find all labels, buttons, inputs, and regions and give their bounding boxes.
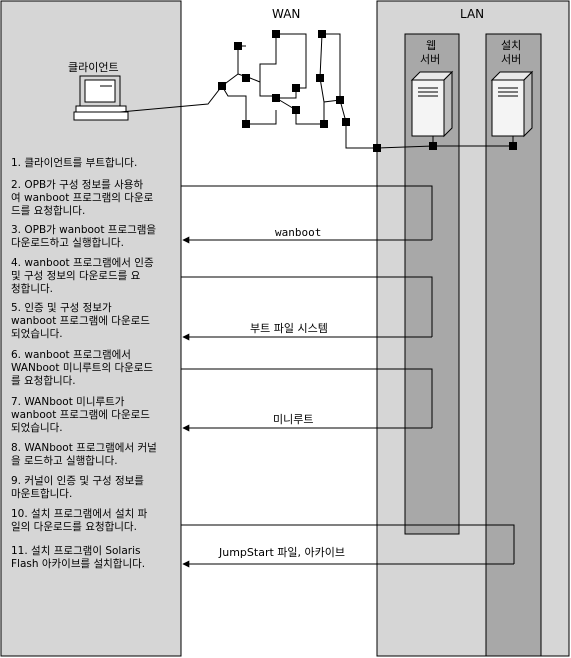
install-server-icon <box>490 70 534 138</box>
computer-icon <box>73 75 129 121</box>
install-server-label-2: 서버 <box>501 53 521 66</box>
wan-network <box>119 33 514 149</box>
flow-lines <box>181 185 515 568</box>
step-7: 7. WANboot 미니루트가 wanboot 프로그램에 다운로드 되었습니… <box>11 396 153 434</box>
client-label: 클라이언트 <box>68 61 119 74</box>
label-boot-fs: 부트 파일 시스템 <box>250 321 328 335</box>
step-3: 3. OPB가 wanboot 프로그램을 다운로드하고 실행합니다. <box>11 224 159 249</box>
step-9: 9. 커널이 인증 및 구성 정보를 마운트합니다. <box>11 475 147 500</box>
web-server-label-2: 서버 <box>420 53 440 66</box>
wan-label: WAN <box>272 7 300 21</box>
lan-label: LAN <box>460 7 484 21</box>
label-miniroot: 미니루트 <box>273 413 313 426</box>
web-server-icon <box>410 70 454 138</box>
label-wanboot: wanboot <box>275 226 321 239</box>
wan-nodes <box>218 30 517 152</box>
web-server-label-1: 웹 <box>426 39 436 52</box>
step-1: 1. 클라이언트를 부트합니다. <box>11 157 137 169</box>
step-list: 1. 클라이언트를 부트합니다. 2. OPB가 구성 정보를 사용하 여 wa… <box>11 157 160 570</box>
step-10: 10. 설치 프로그램에서 설치 파 일의 다운로드를 요청합니다. <box>11 508 151 533</box>
step-5: 5. 인증 및 구성 정보가 wanboot 프로그램에 다운로드 되었습니다. <box>11 302 153 340</box>
step-2: 2. OPB가 구성 정보를 사용하 여 wanboot 프로그램의 다운로 드… <box>11 178 157 217</box>
step-6: 6. wanboot 프로그램에서 WANboot 미니루트의 다운로드 를 요… <box>11 349 156 387</box>
step-4: 4. wanboot 프로그램에서 인증 및 구성 정보의 다운로드를 요 청합… <box>11 257 157 295</box>
label-jumpstart: JumpStart 파일, 아카이브 <box>218 545 345 559</box>
install-server-label-1: 설치 <box>501 39 521 52</box>
step-11: 11. 설치 프로그램이 Solaris Flash 아카이브를 설치합니다. <box>11 545 145 570</box>
step-8: 8. WANboot 프로그램에서 커널 을 로드하고 실행합니다. <box>11 442 160 467</box>
